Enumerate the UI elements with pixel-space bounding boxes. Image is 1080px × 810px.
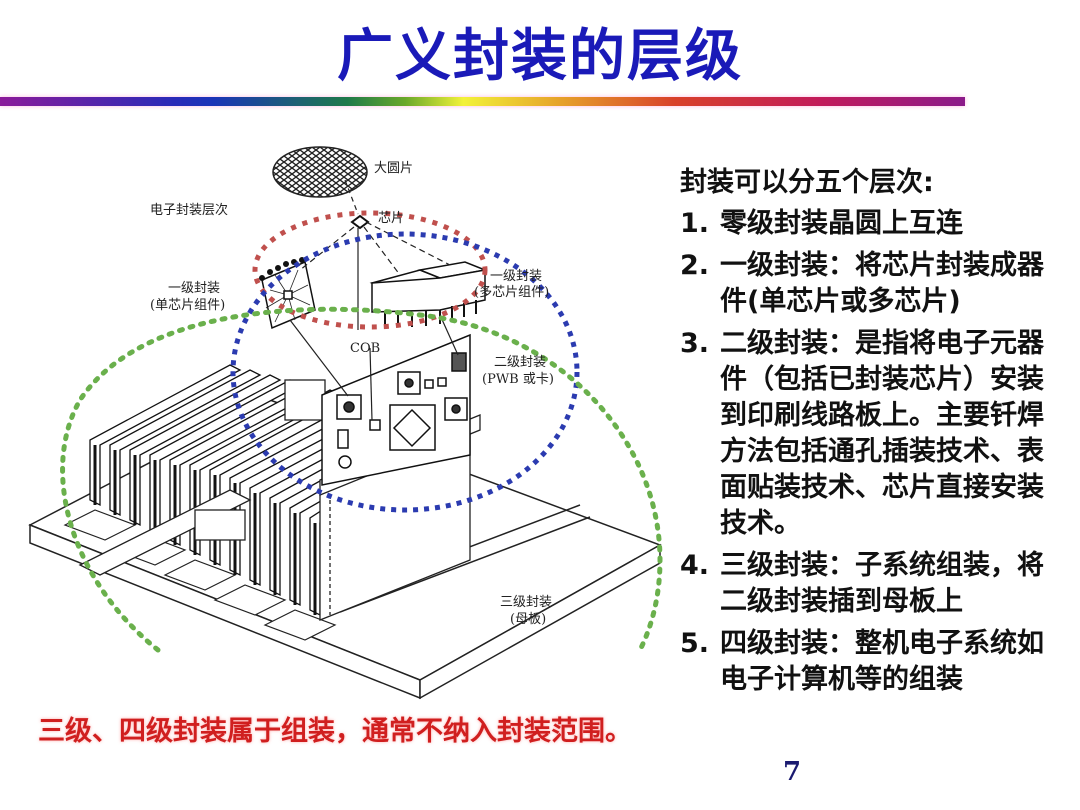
level2-boundary-blue (230, 231, 580, 513)
item-number: 3. (680, 328, 710, 359)
item-number: 1. (680, 208, 710, 239)
level3-sub: (母板) (510, 612, 546, 627)
wafer-label: 大圆片 (374, 161, 413, 176)
level1-single-sub: (单芯片组件) (150, 298, 225, 313)
level2-title: 二级封装 (494, 355, 546, 370)
wafer-icon (272, 146, 368, 198)
chip-die-icon (350, 214, 370, 230)
page-number: 7 (783, 757, 802, 787)
list-item: 5. 四级封装：整机电子系统如电子计算机等的组装 (680, 626, 1070, 698)
list-item: 1. 零级封装晶圆上互连 (680, 206, 1070, 242)
item-text: 三级封装：子系统组装，将二级封装插到母板上 (720, 550, 1044, 617)
item-number: 2. (680, 250, 710, 281)
item-text: 零级封装晶圆上互连 (720, 208, 963, 239)
levels-list: 1. 零级封装晶圆上互连 2. 一级封装：将芯片封装成器件(单芯片或多芯片) 3… (680, 206, 1070, 704)
rainbow-divider (0, 97, 965, 106)
diagram-heading: 电子封装层次 (150, 202, 228, 218)
cob-label: COB (350, 341, 380, 356)
level1-multi-sub: (多芯片组件) (474, 284, 549, 300)
list-item: 4. 三级封装：子系统组装，将二级封装插到母板上 (680, 548, 1070, 620)
pcb-card (321, 333, 471, 486)
single-chip-package (259, 257, 316, 330)
packaging-hierarchy-diagram: 电子封装层次 大圆片 芯片 一级封装 (单芯片组件) 一级封装 (多芯片组件) … (0, 110, 680, 700)
levels-intro: 封装可以分五个层次: (680, 167, 934, 198)
list-item: 3. 二级封装：是指将电子元器件（包括已封装芯片）安装到印刷线路板上。主要钎焊方… (680, 326, 1070, 542)
ribbon-card (78, 379, 326, 576)
level1-single-title: 一级封装 (168, 281, 220, 296)
level1-multi-title: 一级封装 (490, 269, 542, 284)
chip-label: 芯片 (378, 211, 404, 226)
level2-sub: (PWB 或卡) (482, 372, 554, 387)
item-text: 一级封装：将芯片封装成器件(单芯片或多芯片) (720, 250, 1044, 317)
item-number: 4. (680, 550, 710, 581)
item-text: 四级封装：整机电子系统如电子计算机等的组装 (720, 628, 1044, 695)
item-number: 5. (680, 628, 710, 659)
list-item: 2. 一级封装：将芯片封装成器件(单芯片或多芯片) (680, 248, 1070, 320)
item-text: 二级封装：是指将电子元器件（包括已封装芯片）安装到印刷线路板上。主要钎焊方法包括… (720, 328, 1044, 539)
level1-boundary-red (252, 210, 488, 330)
slide-title: 广义封装的层级 (337, 24, 743, 89)
assembly-note: 三级、四级封装属于组装，通常不纳入封装范围。 (38, 716, 632, 747)
level3-title: 三级封装 (500, 595, 552, 610)
level3-boundary-green (60, 306, 663, 653)
